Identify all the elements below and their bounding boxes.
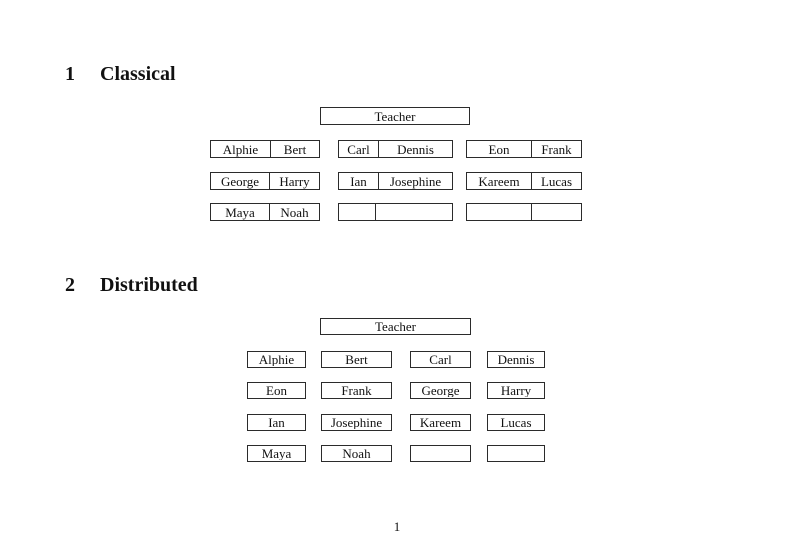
student-name: Ian [268,416,285,429]
student-name: Kareem [419,416,462,429]
desk-box [466,203,582,221]
student-name: Maya [225,204,255,220]
desk-box [410,445,471,462]
student-name: Harry [500,384,532,397]
teacher-box: Teacher [320,318,471,335]
empty-seat [467,204,531,220]
desk-box: Eon Frank [466,140,582,158]
desk-box: Kareem Lucas [466,172,582,190]
desk-box: Lucas [487,414,545,431]
desk-box: Harry [487,382,545,399]
desk-box: Kareem [410,414,471,431]
empty-seat [531,204,581,220]
desk-box: Maya Noah [210,203,320,221]
section-heading-classical: 1 Classical [65,62,176,86]
desk-box [338,203,453,221]
student-name: Frank [341,384,372,397]
empty-seat [375,204,452,220]
student-name: Noah [269,204,319,220]
student-name: Noah [342,447,371,460]
student-name: George [220,173,260,189]
student-name: George [421,384,460,397]
section-title: Classical [100,63,176,85]
teacher-label: Teacher [374,108,416,124]
desk-box: Alphie [247,351,306,368]
student-name: Harry [269,173,319,189]
desk-box: Maya [247,445,306,462]
desk-box: Carl Dennis [338,140,453,158]
student-name: Eon [488,141,510,157]
student-name: Eon [266,384,287,397]
student-name: Dennis [378,141,452,157]
student-name: Alphie [222,141,259,157]
desk-box [487,445,545,462]
desk-box: Carl [410,351,471,368]
student-name: Alphie [258,353,295,366]
desk-box: George Harry [210,172,320,190]
student-name: Frank [531,141,581,157]
teacher-label: Teacher [375,319,416,334]
student-name: Josephine [330,416,383,429]
student-name: Dennis [497,353,535,366]
student-name: Lucas [500,416,532,429]
section-number: 1 [65,63,75,85]
desk-box: Eon [247,382,306,399]
section-number: 2 [65,274,75,296]
desk-box: Frank [321,382,392,399]
empty-seat [339,204,375,220]
desk-box: Ian Josephine [338,172,453,190]
section-title: Distributed [100,274,198,296]
section-heading-distributed: 2 Distributed [65,273,198,297]
student-name: Josephine [378,173,452,189]
desk-box: Noah [321,445,392,462]
desk-box: Alphie Bert [210,140,320,158]
student-name: Ian [350,173,367,189]
desk-box: Bert [321,351,392,368]
page-number: 1 [393,519,401,534]
student-name: Lucas [531,173,581,189]
student-name: Bert [345,353,368,366]
student-name: Maya [261,447,292,460]
student-name: Kareem [478,173,520,189]
student-name: Carl [429,353,452,366]
student-name: Bert [270,141,319,157]
teacher-box: Teacher [320,107,470,125]
desk-box: Ian [247,414,306,431]
desk-box: George [410,382,471,399]
desk-box: Dennis [487,351,545,368]
desk-box: Josephine [321,414,392,431]
student-name: Carl [347,141,370,157]
